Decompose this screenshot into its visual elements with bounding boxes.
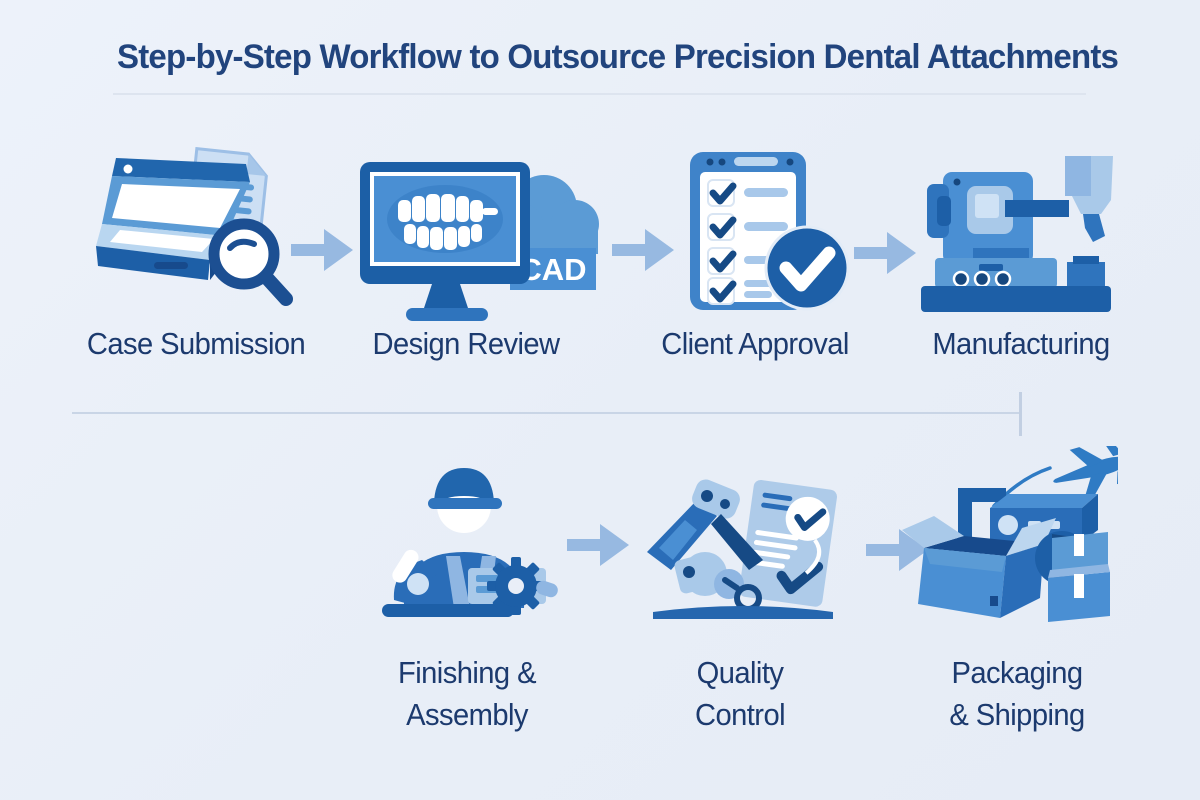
technician-gear-icon	[382, 468, 558, 617]
label-line-1: Packaging	[951, 655, 1083, 690]
step-label-quality-control: Quality Control	[695, 652, 786, 736]
cad-label: CAD	[519, 252, 586, 287]
gear-icon	[487, 557, 558, 615]
inspected-part-shape	[674, 552, 762, 612]
label-line-2: Control	[695, 697, 786, 732]
row-divider-line	[72, 412, 1020, 414]
row-divider-tick	[1019, 392, 1022, 436]
machine-base-shape	[921, 256, 1111, 312]
arrow-right-icon	[567, 522, 629, 568]
arrow-right-icon	[866, 527, 928, 573]
caliper-inspection-icon	[647, 479, 837, 619]
hanging-tool-shape	[1065, 156, 1113, 242]
open-box-shape	[902, 516, 1056, 618]
step-label-client-approval: Client Approval	[661, 326, 849, 361]
step-label-manufacturing: Manufacturing	[932, 326, 1110, 361]
inspection-report-shape	[739, 479, 837, 607]
label-line-1: Finishing &	[398, 655, 537, 690]
monitor-teeth-cad-cloud-icon: CAD	[360, 162, 599, 321]
teeth-shape	[398, 194, 498, 250]
cnc-milling-machine-icon	[921, 156, 1113, 312]
arrow-right-icon	[612, 227, 674, 273]
step-label-finishing-assembly: Finishing & Assembly	[398, 652, 537, 736]
step-label-packaging-shipping: Packaging & Shipping	[949, 652, 1085, 736]
machine-head-shape	[927, 172, 1069, 266]
label-line-2: & Shipping	[949, 697, 1085, 732]
page-title: Step-by-Step Workflow to Outsource Preci…	[117, 38, 1119, 76]
approved-check-shape	[764, 225, 850, 311]
monitor-shape	[360, 162, 530, 321]
arrow-right-icon	[291, 227, 353, 273]
label-line-1: Quality	[696, 655, 784, 690]
step-label-design-review: Design Review	[372, 326, 560, 361]
label-line-2: Assembly	[406, 697, 528, 732]
caliper-shape	[647, 479, 763, 570]
arrow-right-icon	[854, 230, 916, 276]
checklist-approved-icon	[690, 152, 850, 311]
airplane-icon	[1053, 446, 1118, 500]
title-underline	[113, 93, 1086, 95]
step-label-case-submission: Case Submission	[86, 326, 306, 361]
table-shape	[653, 606, 833, 619]
small-boxes-shape	[1035, 531, 1110, 622]
scanner-document-magnifier-icon	[96, 146, 293, 306]
magnifier-shape	[208, 218, 293, 306]
boxes-airplane-icon	[902, 446, 1118, 622]
scanner-shape	[96, 158, 250, 280]
